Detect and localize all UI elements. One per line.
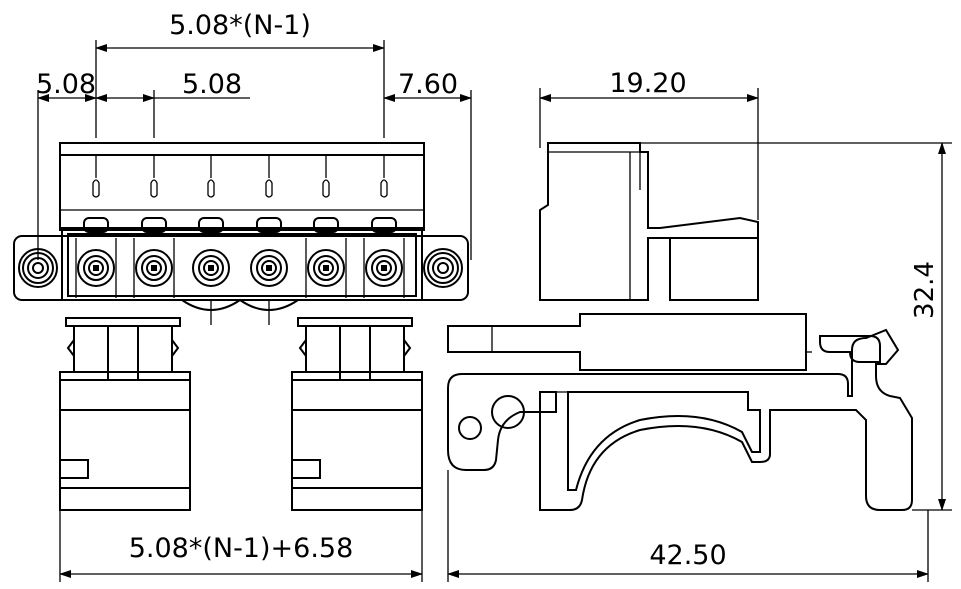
din-rail-foot: [447, 328, 913, 511]
pole-6: [363, 155, 405, 298]
pole-4: [250, 155, 288, 325]
dim-side-bottom-label: 42.50: [649, 540, 726, 571]
dim-side-height-label: 32.4: [910, 261, 940, 319]
dimension-overall-pitch: 5.08*(N-1): [95, 10, 385, 138]
side-plug-body: [539, 142, 759, 301]
mounting-screw-left: [18, 248, 58, 288]
plug-housing: [13, 142, 469, 311]
dimension-side-height: 32.4: [640, 142, 952, 511]
dimension-bottom-width: 5.08*(N-1)+6.58: [59, 510, 423, 582]
latch-left: [59, 317, 191, 511]
dim-overall-pitch-label: 5.08*(N-1): [169, 10, 311, 41]
pole-2: [133, 155, 175, 298]
side-lower-body: [447, 313, 812, 371]
pole-3: [192, 155, 230, 325]
mounting-screw-right: [423, 248, 463, 288]
pole-5: [305, 155, 347, 298]
side-view: 19.20: [447, 68, 952, 582]
front-view: 5.08*(N-1) 5.08 5.08 7.60: [13, 10, 472, 582]
dimension-right: 7.60: [383, 69, 472, 260]
dim-bottom-width-label: 5.08*(N-1)+6.58: [129, 533, 354, 564]
pole-1: [75, 155, 117, 298]
latch-right: [291, 317, 423, 511]
dim-right-label: 7.60: [398, 69, 458, 100]
dim-left-pitch-label: 5.08: [36, 69, 96, 100]
dimension-side-bottom: 42.50: [447, 470, 929, 582]
dim-side-top-label: 19.20: [609, 68, 686, 99]
dimension-side-top: 19.20: [539, 68, 759, 220]
dimension-pitch: 5.08: [95, 69, 250, 138]
dim-pitch-label: 5.08: [182, 69, 242, 100]
dimension-left-pitch: 5.08: [36, 69, 97, 260]
